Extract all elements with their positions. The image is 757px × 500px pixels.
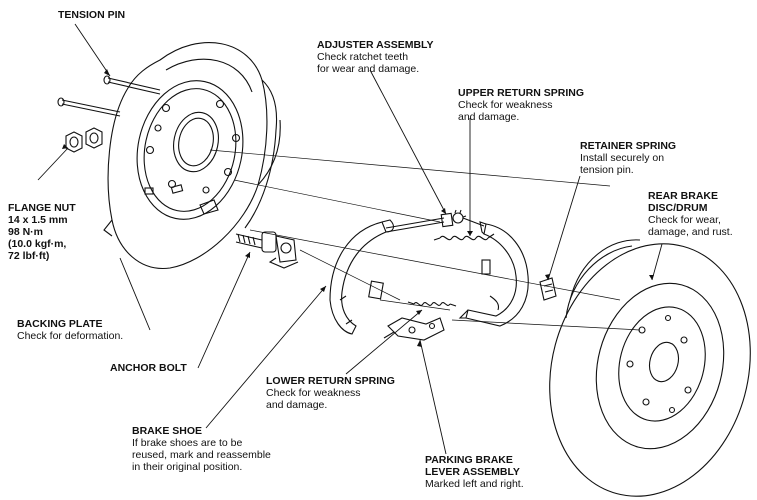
label-parking-brake-lever-body: Marked left and right.	[425, 478, 524, 490]
label-retainer-spring: RETAINER SPRING Install securely on tens…	[580, 140, 676, 176]
label-brake-shoe-body: If brake shoes are to be reused, mark an…	[132, 437, 271, 473]
alignment-lines	[209, 149, 641, 331]
label-backing-plate: BACKING PLATE Check for deformation.	[17, 318, 123, 342]
label-brake-shoe-title: BRAKE SHOE	[132, 425, 203, 437]
parking-brake-lever-drawing	[383, 317, 445, 341]
label-backing-plate-title: BACKING PLATE	[17, 318, 103, 330]
label-brake-shoe: BRAKE SHOE If brake shoes are to be reus…	[132, 425, 271, 473]
lower-return-spring-drawing	[407, 301, 457, 307]
label-parking-brake-lever: PARKING BRAKE LEVER ASSEMBLY Marked left…	[425, 454, 524, 490]
label-rear-brake-disc-body: Check for wear, damage, and rust.	[648, 214, 733, 238]
label-lower-return-spring-title: LOWER RETURN SPRING	[266, 375, 395, 387]
tension-pin-drawing	[57, 75, 161, 117]
label-upper-return-spring: UPPER RETURN SPRING Check for weakness a…	[458, 87, 584, 123]
leader-arrowheads	[62, 69, 654, 347]
flange-nut-drawing	[65, 127, 103, 153]
label-flange-nut: FLANGE NUT 14 x 1.5 mm 98 N·m (10.0 kgf·…	[8, 202, 76, 262]
label-lower-return-spring: LOWER RETURN SPRING Check for weakness a…	[266, 375, 395, 411]
label-lower-return-spring-body: Check for weakness and damage.	[266, 387, 361, 411]
label-adjuster-assembly: ADJUSTER ASSEMBLY Check ratchet teeth fo…	[317, 39, 434, 75]
label-retainer-spring-body: Install securely on tension pin.	[580, 152, 665, 176]
leader-lines	[37, 23, 663, 455]
label-anchor-bolt-title: ANCHOR BOLT	[110, 362, 187, 374]
retainer-spring-drawing	[539, 277, 557, 301]
adjuster-assembly-drawing	[385, 209, 485, 233]
rear-brake-disc-drawing	[549, 239, 751, 497]
label-upper-return-spring-title: UPPER RETURN SPRING	[458, 87, 585, 99]
label-parking-brake-lever-title: PARKING BRAKE LEVER ASSEMBLY	[425, 454, 520, 478]
anchor-bolt-drawing	[235, 231, 299, 269]
label-rear-brake-disc-title: REAR BRAKE DISC/DRUM	[648, 190, 719, 214]
upper-return-spring-drawing	[433, 233, 495, 241]
label-adjuster-assembly-body: Check ratchet teeth for wear and damage.	[317, 51, 420, 75]
label-adjuster-assembly-title: ADJUSTER ASSEMBLY	[317, 39, 434, 51]
label-backing-plate-body: Check for deformation.	[17, 330, 124, 342]
backing-plate-drawing	[103, 42, 281, 269]
label-anchor-bolt: ANCHOR BOLT	[110, 362, 187, 374]
label-tension-pin: TENSION PIN	[58, 9, 125, 21]
label-rear-brake-disc: REAR BRAKE DISC/DRUM Check for wear, dam…	[648, 190, 733, 238]
label-flange-nut-title: FLANGE NUT 14 x 1.5 mm 98 N·m (10.0 kgf·…	[8, 202, 76, 262]
label-retainer-spring-title: RETAINER SPRING	[580, 140, 677, 152]
brake-shoe-drawing	[329, 219, 529, 335]
label-tension-pin-title: TENSION PIN	[58, 9, 126, 21]
label-upper-return-spring-body: Check for weakness and damage.	[458, 99, 553, 123]
